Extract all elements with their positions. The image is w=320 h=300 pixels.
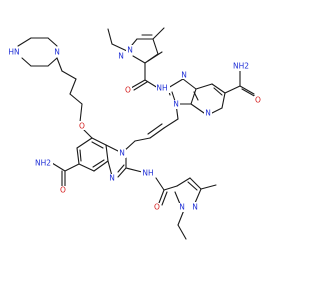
n-imid-top-1-label: N bbox=[181, 71, 187, 80]
o-ether-label: O bbox=[79, 122, 85, 131]
bottom-carbonyl-link bbox=[125, 167, 178, 206]
top-primary-amide bbox=[224, 70, 257, 98]
n-pyridine-label: N bbox=[205, 109, 211, 118]
top-pyridine-ring bbox=[190, 83, 226, 114]
top-carbonyl-link bbox=[130, 62, 159, 91]
o-bottom-amide-label: O bbox=[60, 186, 66, 195]
structure-canvas: NH2 O N N O NH N N N N HN O N N NH O NH2 bbox=[6, 27, 262, 240]
bottom-imidazole-ring bbox=[105, 144, 127, 178]
o-top-amide-label: O bbox=[255, 96, 261, 105]
n-benzimid-1-label: N bbox=[119, 149, 125, 158]
nh2-bottom-label: NH2 bbox=[35, 159, 51, 168]
butene-linker bbox=[122, 103, 179, 153]
n-pyrazole-top-1-label: N bbox=[118, 52, 124, 61]
n-pyrazole-bot-1-label: N bbox=[192, 203, 198, 212]
n-pyrazole-top-2-label: N bbox=[127, 46, 133, 55]
hn-piperazine-label: HN bbox=[8, 48, 19, 57]
n-pyrazole-bot-2-label: N bbox=[179, 203, 185, 212]
bottom-pyrazole-ring bbox=[174, 177, 202, 205]
top-pyrazole-ring bbox=[126, 34, 163, 64]
top-methyl-group bbox=[152, 27, 165, 40]
n-piperazine-1-label: N bbox=[54, 48, 60, 57]
bottom-primary-amide bbox=[51, 162, 80, 187]
nh2-top-label: NH2 bbox=[233, 62, 249, 71]
benzene-ring bbox=[76, 137, 109, 172]
top-ethyl-group bbox=[107, 28, 128, 52]
nh-top-label: NH bbox=[156, 84, 167, 93]
bottom-ethyl-group bbox=[177, 209, 187, 240]
atom-labels: NH2 O N N O NH N N N N HN O N N NH O NH2 bbox=[6, 45, 262, 212]
o-top-carbonyl-label: O bbox=[125, 86, 131, 95]
n-imid-top-2-label: N bbox=[173, 100, 179, 109]
o-bottom-carbonyl-label: O bbox=[154, 203, 160, 212]
bottom-methyl-group bbox=[200, 184, 217, 190]
molecule-structure-diagram: NH2 O N N O NH N N N N HN O N N NH O NH2 bbox=[6, 27, 262, 240]
propyl-chain bbox=[56, 57, 93, 139]
n-benzimid-2-label: N bbox=[109, 174, 115, 183]
nh-bottom-label: NH bbox=[142, 169, 153, 178]
piperazine-ring bbox=[17, 37, 58, 67]
